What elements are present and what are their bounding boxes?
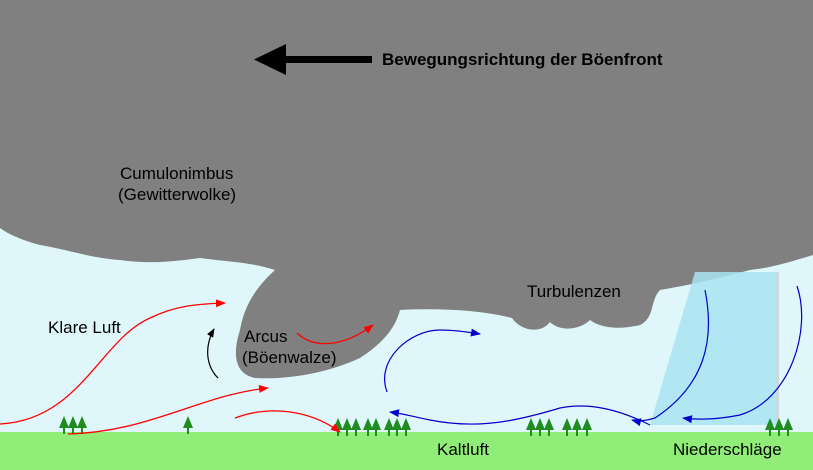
- ground: [0, 432, 813, 470]
- warm-arrow: [234, 410, 341, 433]
- arcus-label: Arcus: [244, 327, 287, 346]
- clear-air-label: Klare Luft: [48, 318, 121, 337]
- updraft-arrow: [207, 328, 219, 379]
- tree: [765, 418, 775, 436]
- tree: [544, 418, 554, 436]
- warm-arrow: [0, 299, 226, 425]
- tree: [68, 416, 78, 434]
- rain-shaft-edge: [776, 272, 779, 427]
- tree: [535, 418, 545, 436]
- tree: [562, 418, 572, 436]
- warm-arrow: [296, 324, 374, 345]
- tree: [183, 416, 193, 434]
- turbulence-label: Turbulenzen: [527, 282, 621, 301]
- tree: [783, 418, 793, 436]
- tree: [371, 418, 381, 436]
- tree: [526, 418, 536, 436]
- cold-arrow: [389, 405, 651, 426]
- cold-arrow: [682, 285, 803, 424]
- tree: [342, 418, 352, 436]
- rain-shaft: [650, 272, 778, 425]
- tree: [401, 418, 411, 436]
- tree: [351, 418, 361, 436]
- direction-label: Bewegungsrichtung der Böenfront: [382, 50, 663, 69]
- trees: [59, 416, 793, 436]
- cold-outflow-arrows: [384, 285, 803, 427]
- cold-arrow: [631, 289, 710, 427]
- tree: [774, 418, 784, 436]
- warm-arrow: [67, 384, 269, 435]
- tree: [572, 418, 582, 436]
- tree: [384, 418, 394, 436]
- cumulonimbus-label: Cumulonimbus: [120, 164, 233, 183]
- cumulonimbus-sub-label: (Gewitterwolke): [118, 185, 236, 204]
- precipitation-label: Niederschläge: [673, 440, 782, 459]
- cumulonimbus-cloud: [0, 0, 813, 379]
- direction-arrow-icon: [254, 44, 372, 75]
- tree: [392, 418, 402, 436]
- tree: [582, 418, 592, 436]
- cold-arrow: [384, 328, 481, 393]
- arcus-sub-label: (Böenwalze): [242, 348, 337, 367]
- tree: [59, 416, 69, 434]
- warm-inflow-arrows: [0, 299, 374, 435]
- cold-air-label: Kaltluft: [437, 440, 489, 459]
- tree: [363, 418, 373, 436]
- tree: [77, 416, 87, 434]
